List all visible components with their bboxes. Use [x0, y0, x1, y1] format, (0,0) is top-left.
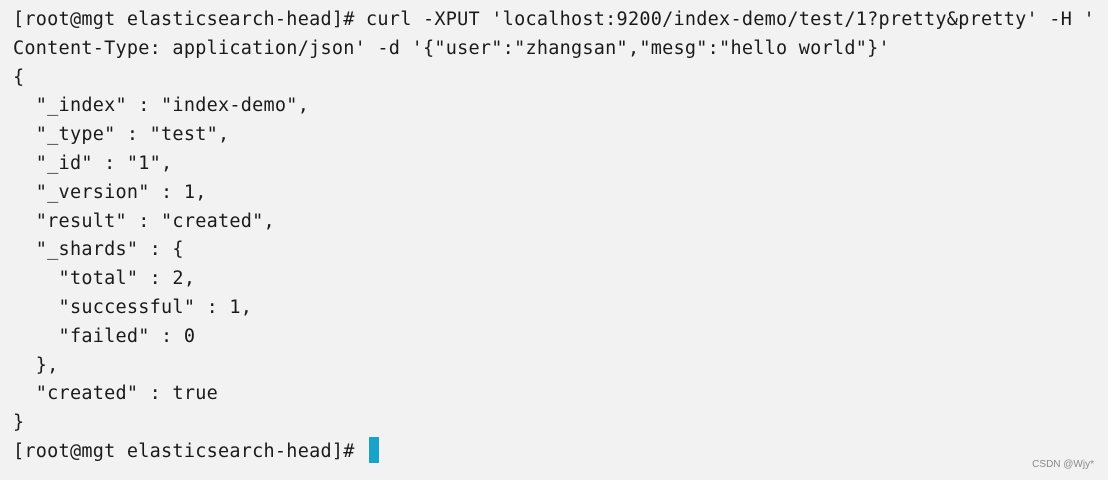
terminal-line-12: "failed" : 0	[13, 325, 196, 347]
terminal-line-14: "created" : true	[13, 383, 218, 405]
text-cursor	[369, 436, 380, 463]
terminal-line-11: "successful" : 1,	[13, 296, 253, 318]
terminal-line-10: "total" : 2,	[13, 268, 196, 290]
terminal-line-2: Content-Type: application/json' -d '{"us…	[13, 37, 890, 59]
terminal-line-8: "result" : "created",	[13, 210, 275, 232]
terminal-line-9: "_shards" : {	[13, 239, 184, 261]
shell-prompt: [root@mgt elasticsearch-head]#	[13, 440, 367, 462]
terminal-line-7: "_version" : 1,	[13, 181, 207, 203]
terminal-line-1: [root@mgt elasticsearch-head]# curl -XPU…	[13, 9, 1095, 30]
terminal-line-3: {	[13, 66, 25, 88]
terminal-line-13: },	[13, 354, 59, 376]
terminal-line-5: "_type" : "test",	[13, 124, 230, 146]
terminal-line-4: "_index" : "index-demo",	[13, 95, 310, 117]
terminal-line-15: }	[13, 412, 25, 434]
prompt-line[interactable]: [root@mgt elasticsearch-head]#	[13, 436, 1108, 467]
terminal-line-6: "_id" : "1",	[13, 152, 173, 174]
watermark: CSDN @Wjy*	[1032, 459, 1094, 470]
